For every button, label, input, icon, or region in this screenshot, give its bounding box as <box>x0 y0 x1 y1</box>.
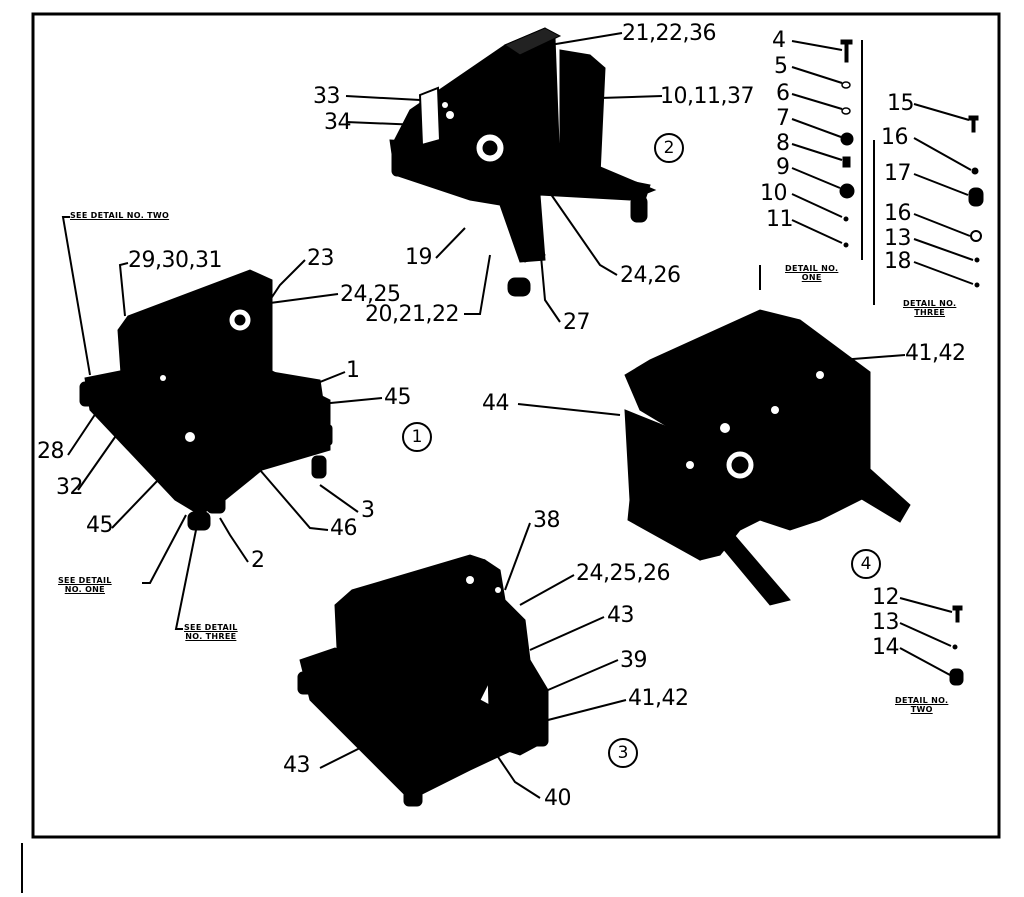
detail-two-callout-12: 12 <box>872 585 900 610</box>
detail-one-callout-10: 10 <box>760 181 788 206</box>
detail-two-caption: DETAIL NO. TWO <box>895 696 949 715</box>
detail-one-caption: DETAIL NO. ONE <box>785 264 839 283</box>
detail-one-parts <box>839 39 855 248</box>
assembly-3-drawing <box>297 554 549 807</box>
callout-39: 39 <box>620 648 648 673</box>
callout-24-26: 24,26 <box>620 263 681 288</box>
detail-three-callout-16-upper: 16 <box>881 125 909 150</box>
detail-two-callout-13: 13 <box>872 610 900 635</box>
see-detail-one-line1: SEE DETAIL <box>58 576 112 585</box>
callout-33: 33 <box>313 84 341 109</box>
detail-three-callout-18: 18 <box>884 249 912 274</box>
callout-41-42-lower: 41,42 <box>628 686 689 711</box>
callout-2: 2 <box>251 548 265 573</box>
callout-21-22-36: 21,22,36 <box>622 21 716 46</box>
see-detail-one-note: SEE DETAIL NO. ONE <box>58 576 112 595</box>
callout-3: 3 <box>361 498 375 523</box>
assembly-2-drawing <box>389 27 657 297</box>
detail-three-caption: DETAIL NO. THREE <box>903 299 957 318</box>
callout-41-42-upper: 41,42 <box>905 341 966 366</box>
drawing-frame <box>31 12 1001 839</box>
detail-one-callout-8: 8 <box>776 131 790 156</box>
detail-three-caption-line1: DETAIL NO. <box>903 299 957 308</box>
callout-46: 46 <box>330 516 358 541</box>
callout-44: 44 <box>482 391 510 416</box>
see-detail-two-text: SEE DETAIL NO. TWO <box>70 211 170 220</box>
view-number-2: 2 <box>654 133 684 163</box>
see-detail-two-note: SEE DETAIL NO. TWO <box>70 211 170 221</box>
detail-two-parts <box>949 605 964 686</box>
detail-one-callout-7: 7 <box>776 106 790 131</box>
callout-34: 34 <box>324 110 352 135</box>
callout-43-right: 43 <box>607 603 635 628</box>
see-detail-three-line1: SEE DETAIL <box>184 623 238 632</box>
callout-24-25: 24,25 <box>340 282 401 307</box>
callout-1: 1 <box>346 358 360 383</box>
detail-three-callout-16-lower: 16 <box>884 201 912 226</box>
detail-one-caption-line1: DETAIL NO. <box>785 264 839 273</box>
see-detail-three-line2: NO. THREE <box>185 631 237 641</box>
detail-two-caption-line2: TWO <box>910 704 933 714</box>
view-number-4: 4 <box>851 549 881 579</box>
detail-three-parts <box>968 115 984 288</box>
callout-28: 28 <box>37 439 65 464</box>
detail-two-caption-line1: DETAIL NO. <box>895 696 949 705</box>
view-number-3: 3 <box>608 738 638 768</box>
detail-one-callout-11: 11 <box>766 207 794 232</box>
callout-32: 32 <box>56 475 84 500</box>
callout-10-11-37: 10,11,37 <box>660 84 754 109</box>
callout-45-lower: 45 <box>86 513 114 538</box>
callout-20-21-22: 20,21,22 <box>365 302 459 327</box>
callout-24-25-26: 24,25,26 <box>576 561 670 586</box>
detail-one-callout-6: 6 <box>776 81 790 106</box>
detail-one-callout-9: 9 <box>776 155 790 180</box>
assembly-4-drawing <box>624 309 911 606</box>
detail-two-callout-14: 14 <box>872 635 900 660</box>
see-detail-three-note: SEE DETAIL NO. THREE <box>184 623 238 642</box>
detail-three-caption-line2: THREE <box>914 307 946 317</box>
leader-lines <box>61 32 974 799</box>
callout-45-upper: 45 <box>384 385 412 410</box>
callout-27: 27 <box>563 310 591 335</box>
callout-23: 23 <box>307 246 335 271</box>
callout-29-30-31: 29,30,31 <box>128 248 222 273</box>
detail-three-callout-15: 15 <box>887 91 915 116</box>
detail-three-callout-13: 13 <box>884 226 912 251</box>
callout-40: 40 <box>544 786 572 811</box>
detail-one-callout-4: 4 <box>772 28 786 53</box>
see-detail-one-line2: NO. ONE <box>64 584 105 594</box>
callout-38: 38 <box>533 508 561 533</box>
detail-one-caption-line2: ONE <box>801 272 822 282</box>
callout-43-left: 43 <box>283 753 311 778</box>
detail-one-callout-5: 5 <box>774 54 788 79</box>
view-number-1: 1 <box>402 422 432 452</box>
callout-19: 19 <box>405 245 433 270</box>
assembly-1-drawing <box>79 269 333 531</box>
detail-three-callout-17: 17 <box>884 161 912 186</box>
